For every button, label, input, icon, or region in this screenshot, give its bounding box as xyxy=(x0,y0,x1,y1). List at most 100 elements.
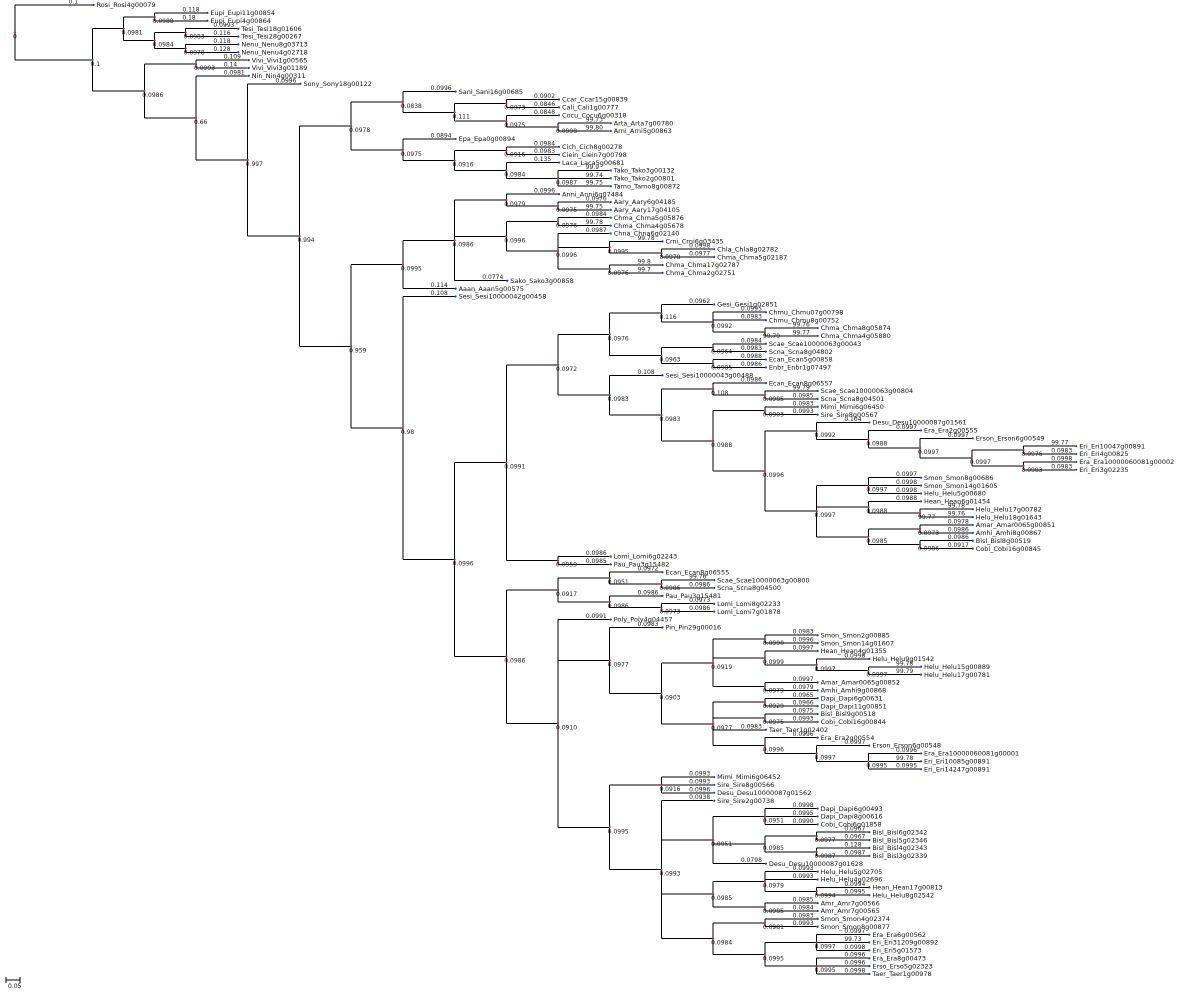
bootstrap-label: 99.79 xyxy=(763,333,780,340)
leaf-marker xyxy=(868,972,871,976)
branch-support-label: 0.0988 xyxy=(896,495,917,502)
branch-support-label: 0.0983 xyxy=(637,621,658,628)
node-marker xyxy=(712,937,715,940)
bootstrap-label: 0.0983 xyxy=(659,416,680,423)
leaf-marker xyxy=(609,200,612,204)
bootstrap-label: 0.0996 xyxy=(763,747,784,754)
leaf-label: Taer_Taer1g00978 xyxy=(871,970,931,978)
branch-support-label: 0.0990 xyxy=(793,818,814,825)
node-marker xyxy=(712,439,715,442)
node-marker xyxy=(13,31,17,34)
leaf-label: Anni_Anni6g07484 xyxy=(562,190,623,198)
branch-support-label: 0.0996 xyxy=(793,731,814,738)
branch-support-label: 0.0983 xyxy=(793,912,814,919)
leaf-label: Eupi_Eupi4g00864 xyxy=(210,17,271,25)
branch-support-label: 0.128 xyxy=(213,46,230,53)
leaf-marker xyxy=(919,429,923,432)
node-marker xyxy=(194,62,198,66)
bootstrap-label: 0.0997 xyxy=(970,459,991,466)
bootstrap-label: 0.0993 xyxy=(659,871,680,878)
bootstrap-label: 0.0976 xyxy=(556,223,577,230)
node-marker xyxy=(763,469,766,473)
branch-support-label: 0.0993 xyxy=(793,873,814,880)
branch-support-label: 0.116 xyxy=(213,30,230,37)
node-marker xyxy=(815,941,818,944)
node-marker xyxy=(401,263,404,266)
leaf-label: Smon_Smon14g01607 xyxy=(821,639,894,647)
bootstrap-label: 0.0997 xyxy=(815,512,836,519)
leaf-label: Scna_Scna8g04500 xyxy=(717,584,781,592)
leaf-marker xyxy=(661,626,664,629)
branch-support-label: 0.0993 xyxy=(793,408,814,415)
branch-support-label: 99.78 xyxy=(896,755,913,762)
node-marker xyxy=(660,692,663,695)
node-marker xyxy=(763,842,766,846)
branch-support-label: 0.0993 xyxy=(793,920,814,927)
node-marker xyxy=(505,169,508,172)
bootstrap-label: 0.0973 xyxy=(504,104,525,111)
branch-support-label: 0.118 xyxy=(213,38,230,45)
leaf-label: Scna_Scna8g04501 xyxy=(821,395,885,403)
node-marker xyxy=(867,506,870,509)
bootstrap-label: 0.0995 xyxy=(866,762,887,769)
leaf-marker xyxy=(919,476,923,479)
branch-support-label: 0.0997 xyxy=(793,645,814,652)
branch-support-label: 0.0995 xyxy=(793,810,814,817)
leaf-label: Cali_Cali1g00777 xyxy=(562,104,618,112)
leaf-label: Chmu_Chmu8g00752 xyxy=(769,316,839,324)
leaf-marker xyxy=(454,137,457,141)
node-marker xyxy=(815,510,818,513)
branch-support-label: 99.75 xyxy=(586,180,603,187)
leaf-label: Ccar_Ccar15g00839 xyxy=(562,96,628,104)
branch-support-label: 0.108 xyxy=(431,290,448,297)
branch-support-label: 99.80 xyxy=(586,125,603,132)
node-marker xyxy=(1022,449,1025,452)
node-marker xyxy=(712,661,715,664)
node-marker xyxy=(350,124,353,127)
leaf-marker xyxy=(713,586,716,590)
leaf-label: Cobi_Cobi16g00844 xyxy=(821,718,886,726)
leaf-marker xyxy=(713,303,716,306)
leaf-label: Sony_Sony18g00122 xyxy=(303,80,371,88)
node-marker xyxy=(815,835,818,838)
bootstrap-label: 0.0919 xyxy=(711,664,732,671)
leaf-label: Desu_Desu10000087g01561 xyxy=(872,419,966,427)
leaf-marker xyxy=(919,768,923,771)
bootstrap-label: 0.0951 xyxy=(711,841,732,848)
leaf-label: Sire_Sire8g00567 xyxy=(821,411,878,419)
branch-support-label: 0.0985 xyxy=(793,897,814,904)
branch-support-label: 99.78 xyxy=(637,235,654,242)
leaf-label: Era_Era8g00473 xyxy=(872,954,926,962)
leaf-label: Nenu_Nenu4g02718 xyxy=(241,48,307,56)
leaf-marker xyxy=(868,421,871,424)
node-marker xyxy=(867,669,870,672)
leaf-marker xyxy=(816,909,819,913)
bootstrap-label: 0.0997 xyxy=(815,943,836,950)
leaf-label: Pin_Pin29g00016 xyxy=(665,624,721,632)
leaf-marker xyxy=(237,43,240,46)
leaf-marker xyxy=(868,886,871,889)
leaf-marker xyxy=(557,98,561,101)
leaf-label: Era_Era10000060081g00002 xyxy=(1079,458,1174,466)
bootstrap-label: 0.0990 xyxy=(763,640,784,647)
branch-support-label: 0.0996 xyxy=(844,960,865,967)
branch-support-label: 0.0983 xyxy=(793,629,814,636)
scale-bar: 0.05 xyxy=(5,977,22,990)
branch-support-label: 0.0984 xyxy=(586,211,607,218)
bootstrap-label: 0.0984 xyxy=(711,940,732,947)
bootstrap-label: 0.0986 xyxy=(142,92,163,99)
branch-support-label: 0.0997 xyxy=(896,471,917,478)
leaf-marker xyxy=(609,129,612,133)
leaf-marker xyxy=(1075,445,1078,448)
leaf-marker xyxy=(713,799,716,802)
leaf-marker xyxy=(713,610,716,613)
bootstrap-label: 0.66 xyxy=(194,119,208,126)
leaf-label: Dapi_Dapi6g00493 xyxy=(821,805,883,813)
leaf-marker xyxy=(713,775,716,779)
leaf-marker xyxy=(1075,452,1078,456)
node-marker xyxy=(712,722,715,725)
node-marker xyxy=(918,512,922,515)
leaf-marker xyxy=(816,334,819,337)
bootstrap-label: 0.0983 xyxy=(608,396,629,403)
